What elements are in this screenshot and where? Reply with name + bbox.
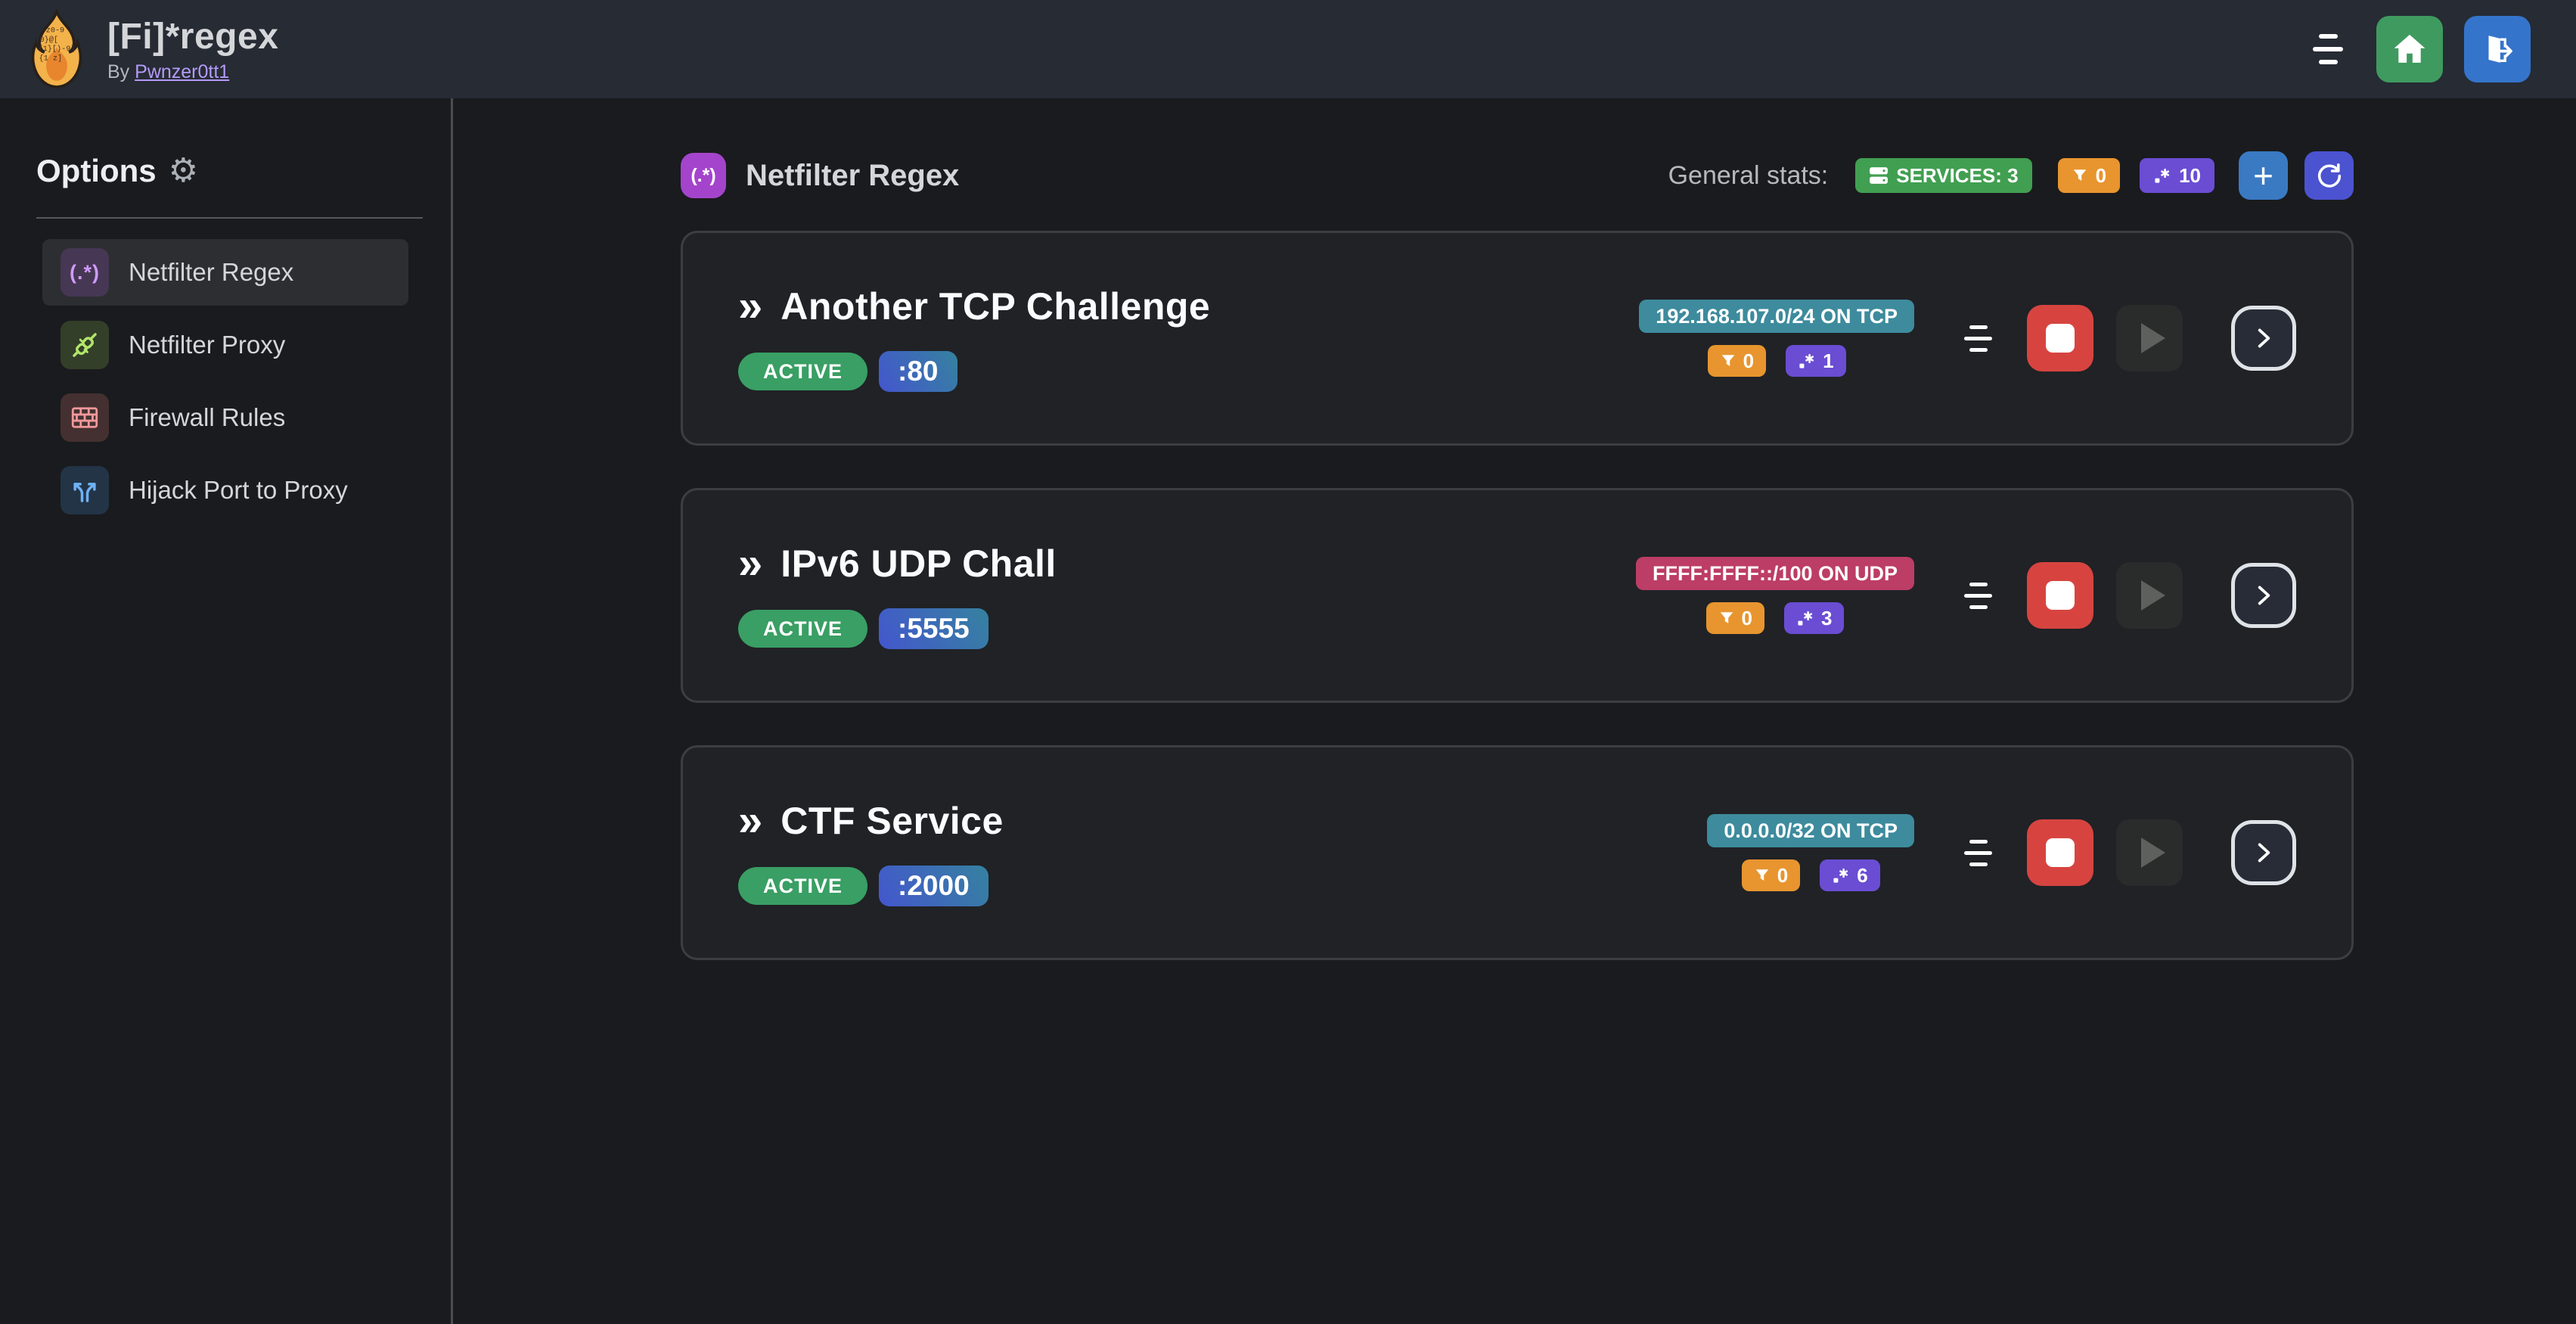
firewall-wall-icon [71, 407, 98, 428]
regex-count-badge: 6 [1820, 859, 1880, 891]
stop-icon [2046, 581, 2075, 610]
options-title: Options ⚙ [36, 152, 199, 189]
port-badge: :2000 [879, 866, 989, 906]
app-title: [Fi]*regex [107, 16, 279, 57]
sidebar-item-netfilter-proxy[interactable]: Netfilter Proxy [42, 312, 408, 378]
stats-label: General stats: [1668, 160, 1829, 190]
play-icon [2141, 323, 2165, 353]
service-menu-icon[interactable] [1964, 582, 1992, 609]
home-icon [2394, 34, 2425, 63]
chevrons-icon: » [738, 796, 763, 845]
play-icon [2141, 838, 2165, 868]
proxy-plug-icon [73, 333, 97, 357]
funnel-icon [2073, 169, 2086, 182]
menu-icon[interactable] [2313, 34, 2343, 64]
sidebar: Options ⚙ (.*) Netfilter Regex Netfilter… [0, 98, 453, 1324]
start-service-button[interactable] [2116, 562, 2183, 629]
stop-service-button[interactable] [2027, 819, 2093, 886]
sidebar-item-hijack-port-to-proxy[interactable]: Hijack Port to Proxy [42, 457, 408, 524]
regex-count-badge: 10 [2140, 158, 2214, 193]
page-head: (.*) Netfilter Regex [681, 153, 959, 198]
refresh-icon [2317, 163, 2341, 188]
logout-button[interactable] [2464, 16, 2531, 82]
chevrons-icon: » [738, 539, 763, 588]
service-name: Another TCP Challenge [781, 285, 1211, 328]
add-service-button[interactable]: + [2239, 151, 2288, 200]
service-card: » Another TCP Challenge ACTIVE :80 192.1… [681, 231, 2354, 446]
start-service-button[interactable] [2116, 819, 2183, 886]
svg-text:{1 z]: {1 z] [39, 54, 63, 63]
stop-icon [2046, 838, 2075, 867]
play-icon [2141, 580, 2165, 611]
chevron-right-icon [2258, 586, 2270, 605]
svg-text:0}@[: 0}@[ [40, 36, 58, 45]
regex-count-badge: 3 [1784, 602, 1845, 634]
byline: By Pwnzer0tt1 [107, 61, 278, 83]
port-badge: :80 [879, 351, 957, 392]
author-link[interactable]: Pwnzer0tt1 [135, 61, 230, 82]
byline-prefix: By [107, 61, 130, 82]
regex-icon [1833, 868, 1848, 883]
chevron-right-icon [2258, 328, 2270, 348]
service-card: » IPv6 UDP Chall ACTIVE :5555 FFFF:FFFF:… [681, 488, 2354, 703]
service-menu-icon[interactable] [1964, 839, 1992, 866]
status-badge: ACTIVE [738, 867, 868, 905]
regex-page-icon: (.*) [681, 153, 726, 198]
filtered-packets-badge: 0 [1707, 345, 1767, 377]
cidr-badge: 0.0.0.0/32 ON TCP [1707, 814, 1914, 847]
main-content: (.*) Netfilter Regex General stats: SERV… [453, 98, 2576, 1324]
home-button[interactable] [2376, 16, 2443, 82]
open-service-button[interactable] [2231, 820, 2296, 885]
service-menu-icon[interactable] [1964, 325, 1992, 352]
app-title-block: [Fi]*regex By Pwnzer0tt1 [107, 16, 278, 83]
filtered-packets-badge: 0 [1741, 859, 1801, 891]
open-service-button[interactable] [2231, 306, 2296, 371]
port-badge: :5555 [879, 608, 989, 649]
services-count-badge: SERVICES: 3 [1855, 158, 2032, 193]
filtered-packets-badge: 0 [1705, 602, 1764, 634]
sidebar-item-netfilter-regex[interactable]: (.*) Netfilter Regex [42, 239, 408, 306]
sidebar-nav: (.*) Netfilter Regex Netfilter Proxy Fir… [0, 239, 451, 524]
regex-icon [1799, 353, 1814, 368]
funnel-icon [1755, 869, 1768, 881]
regex-count-badge: 1 [1786, 345, 1846, 377]
top-actions [2313, 16, 2531, 82]
stop-icon [2046, 324, 2075, 353]
refresh-button[interactable] [2304, 151, 2354, 200]
content-header: (.*) Netfilter Regex General stats: SERV… [681, 151, 2354, 200]
gear-icon: ⚙ [168, 152, 199, 189]
cidr-badge: 192.168.107.0/24 ON TCP [1639, 300, 1914, 333]
firegex-flame-logo: -z0-9 0}@[ {1}[)-9] {1 z] [31, 9, 82, 89]
server-icon [1870, 167, 1889, 184]
status-badge: ACTIVE [738, 610, 868, 648]
service-card: » CTF Service ACTIVE :2000 0.0.0.0/32 ON… [681, 745, 2354, 960]
open-service-button[interactable] [2231, 563, 2296, 628]
cidr-badge: FFFF:FFFF::/100 ON UDP [1636, 557, 1914, 590]
svg-text:{1}[)-9]: {1}[)-9] [39, 45, 76, 54]
regex-icon [1798, 611, 1812, 626]
hijack-arrows-icon [73, 483, 96, 502]
general-stats: General stats: SERVICES: 3 0 [1668, 151, 2354, 200]
funnel-icon [1721, 355, 1734, 367]
status-badge: ACTIVE [738, 353, 868, 390]
chevron-right-icon [2258, 843, 2270, 862]
page-title: Netfilter Regex [746, 158, 960, 192]
chevrons-icon: » [738, 281, 763, 331]
service-name: CTF Service [781, 800, 1004, 842]
sidebar-item-firewall-rules[interactable]: Firewall Rules [42, 384, 408, 451]
service-name: IPv6 UDP Chall [781, 542, 1057, 585]
sidebar-divider [36, 217, 423, 219]
regex-icon [2155, 168, 2170, 183]
stop-service-button[interactable] [2027, 562, 2093, 629]
filtered-packets-badge: 0 [2057, 158, 2121, 193]
logout-icon [2488, 36, 2512, 63]
funnel-icon [1720, 612, 1733, 624]
svg-text:-z0-9: -z0-9 [42, 27, 65, 36]
stop-service-button[interactable] [2027, 305, 2093, 371]
top-bar: -z0-9 0}@[ {1}[)-9] {1 z] [Fi]*regex By … [0, 0, 2576, 98]
regex-icon: (.*) [70, 260, 100, 284]
start-service-button[interactable] [2116, 305, 2183, 371]
service-cards: » Another TCP Challenge ACTIVE :80 192.1… [681, 231, 2354, 960]
plus-icon: + [2253, 156, 2273, 195]
